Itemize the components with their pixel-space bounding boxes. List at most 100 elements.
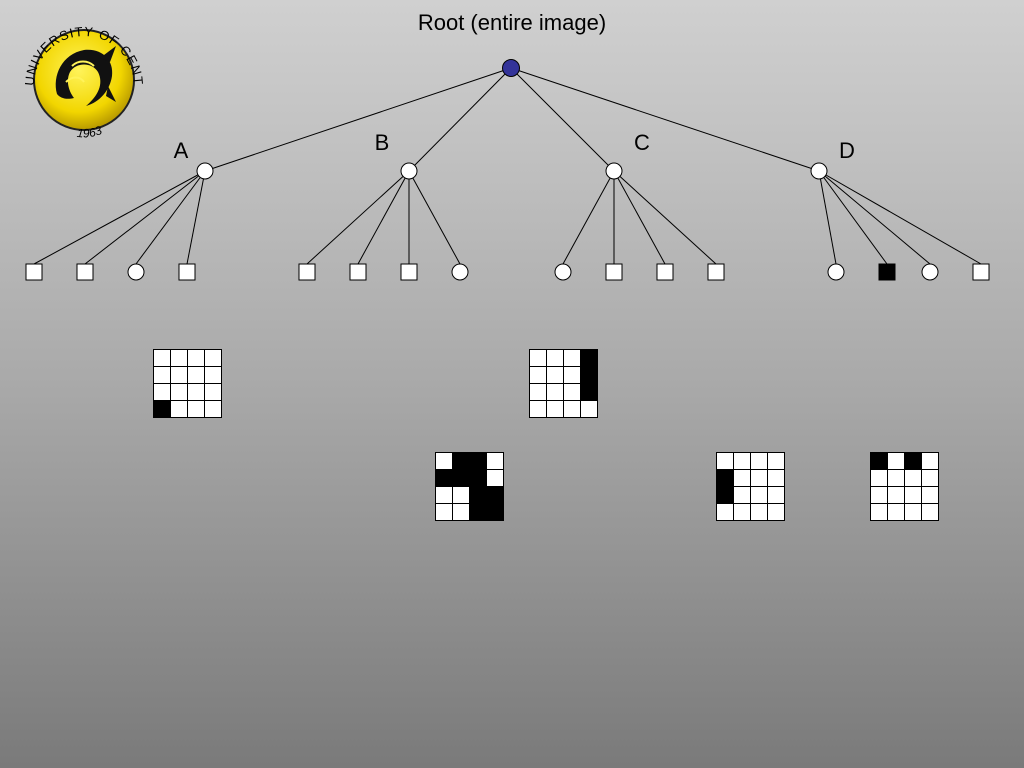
grid-cell [170, 383, 188, 401]
grid-cell [452, 452, 470, 470]
root-node [502, 59, 520, 77]
grid-cell [486, 503, 504, 521]
grid-cell [204, 400, 222, 418]
grid-cell [767, 469, 785, 487]
tree-nodes [25, 59, 990, 281]
grid-cell [469, 469, 487, 487]
grid-cell [904, 469, 922, 487]
ucf-logo: UNIVERSITY OF CENTRAL FLORIDA 1963 [12, 6, 145, 140]
grid-cell [153, 383, 171, 401]
grid-cell [153, 400, 171, 418]
grid-cell [887, 452, 905, 470]
grid-cell [546, 366, 564, 384]
edge-D-leaf-2 [818, 170, 888, 265]
grid-cell [750, 452, 768, 470]
edge-root-A [204, 67, 512, 172]
grid-cell [870, 469, 888, 487]
leaf-node-A-1 [25, 263, 43, 281]
grid-cell [546, 383, 564, 401]
grid-cell [204, 349, 222, 367]
edge-A-leaf-4 [186, 170, 206, 265]
edge-B-leaf-1 [306, 170, 410, 265]
edge-D-leaf-4 [818, 170, 982, 265]
leaf-node-B-3 [400, 263, 418, 281]
leaf-node-D-4 [972, 263, 990, 281]
grid-cell [904, 452, 922, 470]
leaf-node-B-2 [349, 263, 367, 281]
tree-edges [33, 67, 982, 265]
child-node-C [605, 162, 623, 180]
leaf-node-C-4 [707, 263, 725, 281]
edge-C-leaf-1 [562, 170, 615, 265]
grid-cell [435, 452, 453, 470]
grid-cell [187, 383, 205, 401]
logo-text-bottom: 1963 [76, 123, 104, 140]
leaf-node-B-1 [298, 263, 316, 281]
child-node-D [810, 162, 828, 180]
edge-root-C [510, 67, 615, 172]
grid-cell [187, 349, 205, 367]
grid-cell [767, 452, 785, 470]
grid-cell [870, 452, 888, 470]
leaf-node-C-3 [656, 263, 674, 281]
leaf-node-A-2 [76, 263, 94, 281]
grid-cell [486, 452, 504, 470]
grid-cell [563, 349, 581, 367]
grid-cell [733, 452, 751, 470]
grid-cell [716, 452, 734, 470]
grid-cell [563, 383, 581, 401]
grid-cell [887, 469, 905, 487]
grid-d [870, 452, 939, 521]
grid-b [435, 452, 504, 521]
grid-cell [870, 503, 888, 521]
edge-A-leaf-1 [33, 170, 206, 265]
grid-cell [716, 503, 734, 521]
grid-cell [921, 503, 939, 521]
child-label-D: D [839, 138, 855, 163]
grid-cell [580, 349, 598, 367]
child-label-A: A [174, 138, 189, 163]
grid-cell [546, 400, 564, 418]
grid-cell [187, 366, 205, 384]
grid-cell [546, 349, 564, 367]
leaf-node-D-3 [921, 263, 939, 281]
grid-cell [486, 469, 504, 487]
grid-a [153, 349, 222, 418]
grid-cell [733, 469, 751, 487]
grid-c [529, 349, 598, 418]
grid-cell [921, 452, 939, 470]
grid-cell [750, 503, 768, 521]
grid-cell [767, 486, 785, 504]
grid-cell [435, 503, 453, 521]
grid-cell [580, 366, 598, 384]
grid-cell [750, 486, 768, 504]
grid-cell [529, 400, 547, 418]
grid-cell [469, 486, 487, 504]
grid-cell [733, 486, 751, 504]
leaf-node-A-4 [178, 263, 196, 281]
grid-cell [904, 503, 922, 521]
grid-cell [529, 383, 547, 401]
leaf-node-C-2 [605, 263, 623, 281]
diagram-title: Root (entire image) [418, 10, 606, 35]
grid-cell [435, 486, 453, 504]
grid-cell [563, 366, 581, 384]
grid-cell [716, 469, 734, 487]
grid-cell [580, 400, 598, 418]
leaf-node-D-2 [878, 263, 896, 281]
grid-cell [204, 383, 222, 401]
child-node-A [196, 162, 214, 180]
edge-A-leaf-3 [135, 170, 206, 265]
grid-cell [750, 469, 768, 487]
edge-root-B [408, 67, 512, 172]
leaf-node-D-1 [827, 263, 845, 281]
leaf-node-A-3 [127, 263, 145, 281]
grid-cell [469, 452, 487, 470]
grid-cell [529, 366, 547, 384]
edge-C-leaf-4 [613, 170, 717, 265]
grid-cell [921, 486, 939, 504]
grid-cell [870, 486, 888, 504]
grid-cell [529, 349, 547, 367]
